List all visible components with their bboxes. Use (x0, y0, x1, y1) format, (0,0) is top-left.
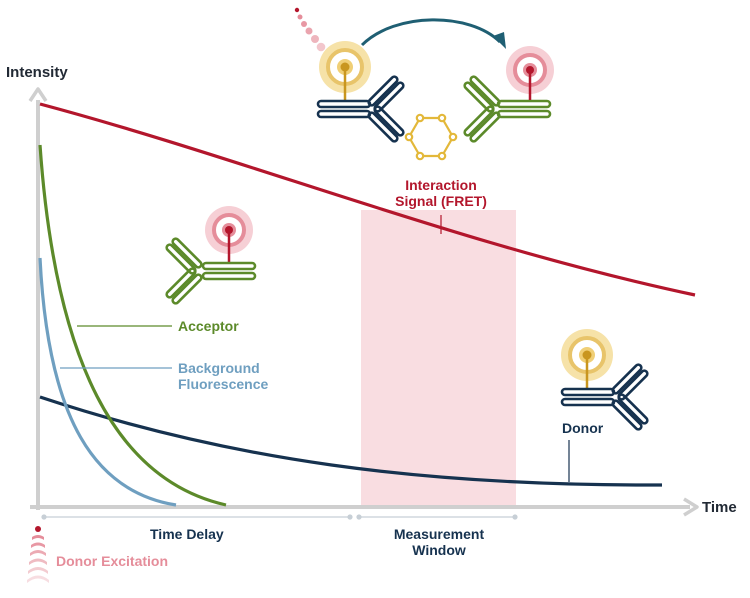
fret-complex-icon (316, 41, 554, 161)
fret-signal-curve (39, 102, 696, 297)
donor-label: Donor (562, 420, 604, 436)
measurement-window-line-1: Measurement (393, 526, 485, 542)
interaction-signal-label: Interaction Signal (FRET) (386, 177, 496, 209)
excitation-waves-icon (27, 526, 49, 583)
donor-excitation-label: Donor Excitation (56, 553, 169, 569)
top-excitation-waves-icon (294, 7, 326, 52)
measurement-window-band (361, 210, 516, 507)
background-line-1: Background (178, 360, 260, 376)
acceptor-antibody-icon (165, 206, 257, 305)
donor-antibody-icon (560, 329, 649, 431)
interaction-signal-line-1: Interaction (405, 177, 477, 193)
background-line-2: Fluorescence (178, 376, 269, 393)
y-axis-label: Intensity (6, 64, 68, 81)
x-axis-label: Time (702, 499, 737, 516)
timeline-brackets (41, 514, 518, 520)
background-label: Background Fluorescence (178, 360, 268, 392)
measurement-window-line-2: Window (412, 542, 466, 559)
time-delay-label: Time Delay (150, 526, 224, 542)
background-curve (38, 257, 177, 507)
interaction-signal-line-2: Signal (FRET) (395, 193, 487, 210)
acceptor-curve (38, 144, 227, 507)
energy-transfer-arrow-icon (360, 18, 506, 49)
acceptor-label: Acceptor (178, 318, 239, 334)
measurement-window-label: Measurement Window (374, 526, 504, 558)
donor-curve (39, 395, 663, 487)
axes (28, 87, 699, 517)
